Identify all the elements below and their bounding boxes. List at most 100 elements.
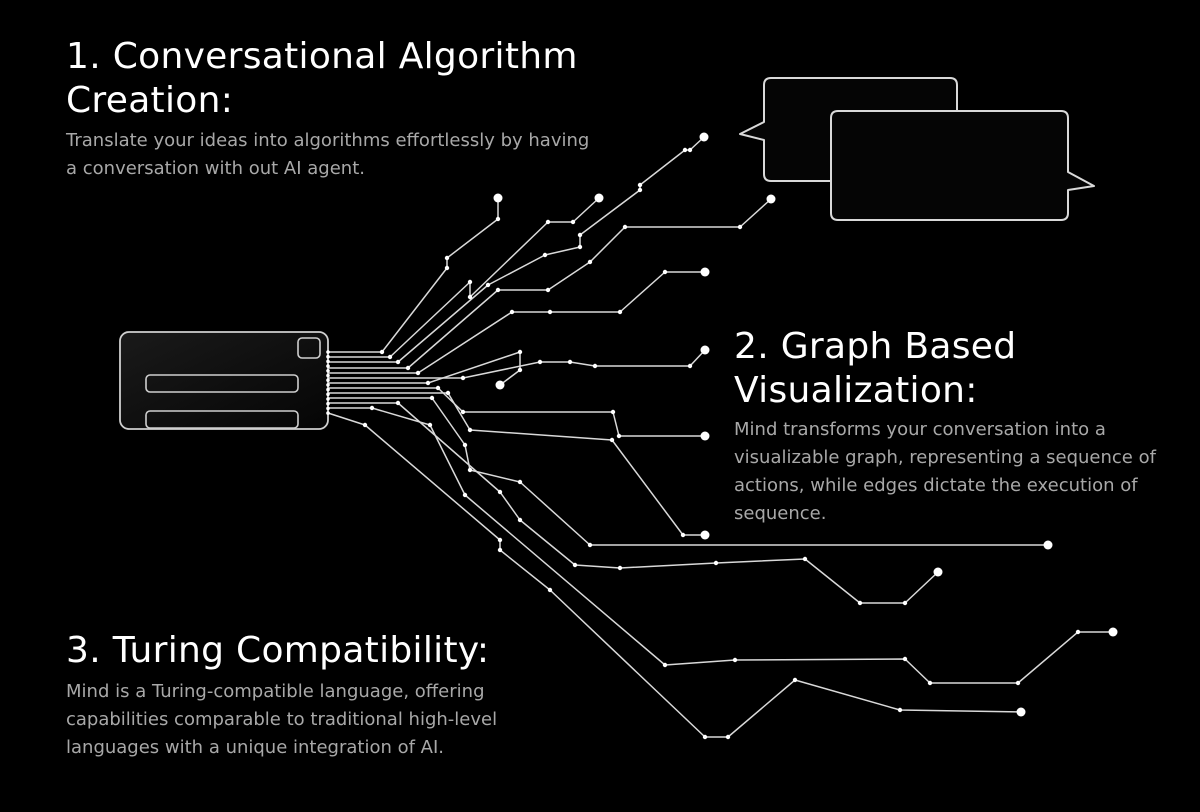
circuit-node [662,269,668,275]
circuit-end-node [495,380,505,390]
circuit-node [897,707,903,713]
circuit-node [547,587,553,593]
chip-card-icon [119,331,329,430]
circuit-node [445,390,451,396]
circuit-node [802,556,808,562]
circuit-node [444,255,450,261]
circuit-node [467,467,473,473]
circuit-node [857,600,863,606]
circuit-end-node [700,345,710,355]
circuit-node [687,147,693,153]
circuit-node [429,395,435,401]
circuit-node [570,219,576,225]
feature-2-description: Mind transforms your conversation into a… [734,419,1156,524]
circuit-end-node [766,194,776,204]
circuit-end-node [699,132,709,142]
chip-pin [326,359,330,364]
circuit-node [395,359,401,365]
circuit-node [387,354,393,360]
circuit-node [737,224,743,230]
circuit-node [592,363,598,369]
circuit-node [545,287,551,293]
circuit-trace-4 [328,198,772,369]
feature-3-title: 3. Turing Compatibility: [66,630,490,671]
chip-card-bar-1 [145,374,299,393]
circuit-node [497,489,503,495]
circuit-node [379,349,385,355]
circuit-node [425,380,431,386]
circuit-node [542,252,548,258]
chip-card-body [119,331,329,430]
circuit-node [495,216,501,222]
circuit-node [682,147,688,153]
circuit-node [547,309,553,315]
circuit-node [405,365,411,371]
circuit-node [460,409,466,415]
circuit-node [369,405,375,411]
chip-pin [326,378,330,383]
chip-pin [326,392,330,397]
feature-3-description: Mind is a Turing-compatible language, of… [66,681,498,758]
circuit-trace-2 [328,197,600,358]
circuit-end-node [700,530,710,540]
circuit-trace-13 [327,412,1022,738]
chip-pin [326,387,330,392]
chip-pin [326,411,330,415]
circuit-node [662,662,668,668]
feature-2-title: 2. Graph Based Visualization: [734,326,1017,411]
circuit-end-node [1043,540,1053,550]
circuit-node [444,265,450,271]
chip-pin [326,373,330,378]
feature-1-description: Translate your ideas into algorithms eff… [66,130,590,179]
circuit-node [517,479,523,485]
circuit-trace-6 [328,349,706,379]
circuit-node [462,492,468,498]
circuit-node [792,677,798,683]
circuit-node [517,367,523,373]
circuit-node [609,437,615,443]
circuit-node [509,309,515,315]
circuit-node [517,517,523,523]
chip-card-bar-2 [145,410,299,429]
chat-bubble-front [830,110,1095,221]
circuit-end-node [700,267,710,277]
chip-pin [326,383,330,387]
circuit-node [702,734,708,740]
circuit-end-node [700,431,710,441]
circuit-node [587,259,593,265]
circuit-node [637,182,643,188]
chip-pin [326,397,330,401]
circuit-node [435,385,441,391]
circuit-node [617,309,623,315]
circuit-node [687,363,693,369]
chip-pin [326,369,330,373]
circuit-node [395,400,401,406]
circuit-node [427,422,433,428]
circuit-node [460,375,466,381]
circuit-node [495,287,501,293]
circuit-node [462,442,468,448]
circuit-nodes [326,132,1118,740]
circuit-end-node [493,193,503,203]
circuit-node [537,359,543,365]
circuit-node [485,282,491,288]
chip-pin [326,350,330,354]
circuit-node [497,547,503,553]
circuit-node [732,657,738,663]
circuit-node [713,560,719,566]
circuit-end-node [933,567,943,577]
feature-1-title: 1. Conversational Algorithm Creation: [66,36,578,121]
circuit-node [1015,680,1021,686]
circuit-node [567,359,573,365]
circuit-trace-5 [328,271,705,374]
circuit-node [587,542,593,548]
circuit-trace-9 [328,392,705,536]
chip-pin [326,401,330,406]
chip-pin [326,406,330,411]
chip-pin [326,354,330,359]
chip-card-square [297,337,321,359]
circuit-node [902,656,908,662]
circuit-node [1075,629,1081,635]
chat-bubbles-icon [739,77,1095,221]
circuit-node [467,427,473,433]
